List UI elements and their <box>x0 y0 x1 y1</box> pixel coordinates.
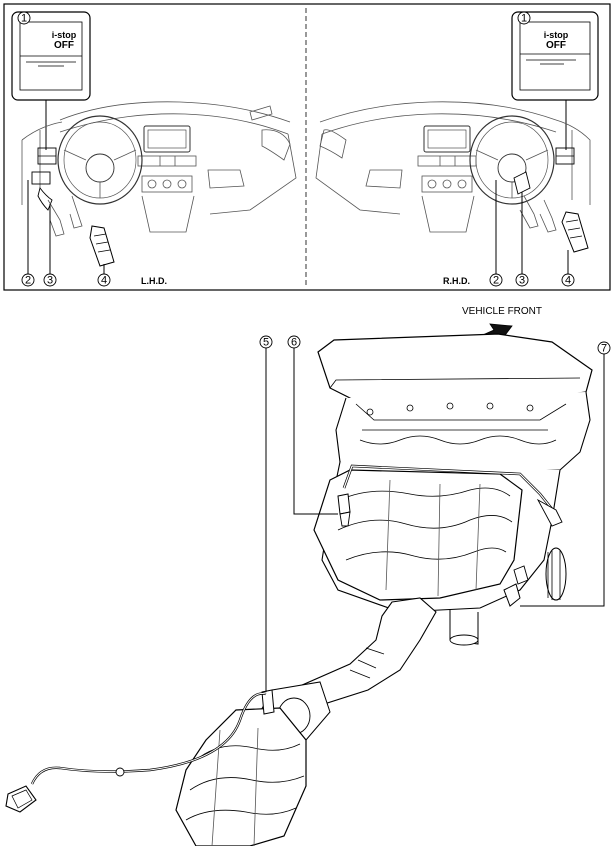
rhd-switch-inset <box>511 11 599 101</box>
callout-3-rhd: 3 <box>519 275 525 287</box>
callout-5: 5 <box>263 337 269 349</box>
callout-4-rhd: 4 <box>565 275 571 287</box>
rhd-caption: R.H.D. <box>443 276 470 286</box>
callout-2-lhd: 2 <box>25 275 31 287</box>
lhd-caption: L.H.D. <box>141 276 167 286</box>
vehicle-front-label: VEHICLE FRONT <box>462 306 542 317</box>
callout-1-rhd: 1 <box>521 13 527 25</box>
callout-3-lhd: 3 <box>47 275 53 287</box>
rhd-dashboard: 1 i-stop OFF <box>315 11 599 287</box>
callout-4-lhd: 4 <box>101 275 107 287</box>
callout-7: 7 <box>601 343 607 355</box>
callout-6: 6 <box>291 337 297 349</box>
callout-2-rhd: 2 <box>493 275 499 287</box>
rhd-switch-label-off: OFF <box>546 40 566 51</box>
engine-assembly <box>313 333 593 646</box>
callout-1-lhd: 1 <box>21 13 27 25</box>
lhd-switch-label-istop: i-stop <box>52 30 77 40</box>
exhaust-system <box>5 597 437 846</box>
lhd-switch-label-off: OFF <box>54 40 74 51</box>
lhd-dashboard: 1 i-stop OFF <box>11 11 297 287</box>
rhd-switch-label-istop: i-stop <box>544 30 569 40</box>
top-panel-frame <box>3 3 611 291</box>
